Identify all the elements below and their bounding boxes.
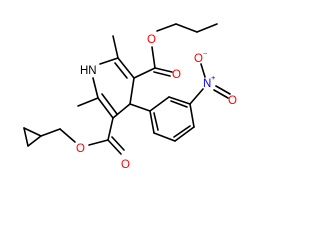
bond-c3-c2-double-inner — [114, 62, 128, 79]
bond-cyclopropyl-c — [27, 135, 42, 147]
bond-propyl-2-3 — [196, 23, 218, 33]
bond-c6-c5-double — [101, 93, 118, 115]
bond-c3-carbonyl — [133, 67, 156, 79]
bond-aryl-3-4 — [189, 103, 195, 128]
bond-o-propyl — [156, 23, 177, 32]
bond-c5-c4 — [112, 103, 131, 119]
molecule-diagram: HN O O O O N + O − O — [23, 23, 237, 171]
bond-carbonyl-o-single — [151, 46, 156, 69]
structure-svg: HN O O O O N + O − O — [23, 23, 237, 171]
bond-aryl-5-6 — [153, 132, 176, 142]
bond-nitro-o-double — [215, 85, 231, 95]
bond-propyl-1-2 — [175, 23, 198, 33]
bond-nh-c2 — [99, 57, 119, 65]
bond-nitro-o-double-2 — [213, 89, 229, 99]
bond-c6-c5 — [97, 97, 114, 119]
nitro-nitrogen-charge: + — [211, 73, 216, 82]
bond-c6-methyl — [77, 97, 99, 107]
nitro-oxygen-charge: − — [203, 49, 208, 58]
bond-lower-carbonyl-o-single — [88, 139, 109, 146]
amine-nh-label: HN — [80, 65, 97, 77]
bond-cyclopropyl-a — [23, 127, 42, 137]
bond-c2-c3 — [117, 57, 135, 79]
ester2-ether-oxygen-label: O — [76, 143, 85, 155]
bond-lower-carbonyl-o-double — [107, 139, 122, 155]
bond-cyclopropyl-b — [23, 127, 29, 147]
bond-aryl-6-1-double — [153, 112, 159, 131]
bond-carbonyl-o-double — [154, 67, 173, 73]
bond-c5-carbonyl — [107, 117, 114, 141]
nitro-oxygen-minus-label: O — [194, 53, 203, 65]
bond-aryl-6-1 — [149, 110, 155, 134]
ester2-carbonyl-oxygen-label: O — [121, 159, 130, 171]
bond-carbonyl-o-double-2 — [153, 71, 171, 77]
bond-nitro-o-single — [200, 63, 206, 78]
bond-o-ch2 — [59, 128, 76, 143]
bond-aryl-4-5-double — [173, 125, 191, 138]
bond-aryl-nitro — [189, 88, 204, 105]
bond-nh-c6 — [92, 77, 99, 99]
bond-c4-aryl — [129, 103, 151, 112]
ester1-carbonyl-oxygen-label: O — [172, 69, 181, 81]
ester1-ether-oxygen-label: O — [147, 34, 156, 46]
bond-aryl-2-3-double — [170, 100, 188, 108]
bond-aryl-4-5 — [174, 126, 195, 142]
bond-aryl-1-2 — [149, 96, 170, 112]
bond-c2-methyl — [112, 35, 119, 59]
bond-aryl-2-3 — [168, 96, 191, 105]
nitro-oxygen-double-label: O — [228, 95, 237, 107]
nitro-nitrogen-label: N — [203, 78, 211, 90]
bond-lower-carbonyl-o-double-2 — [111, 136, 125, 151]
bond-ch2-cyclopropyl — [40, 128, 61, 137]
bond-c4-c3 — [129, 77, 135, 105]
